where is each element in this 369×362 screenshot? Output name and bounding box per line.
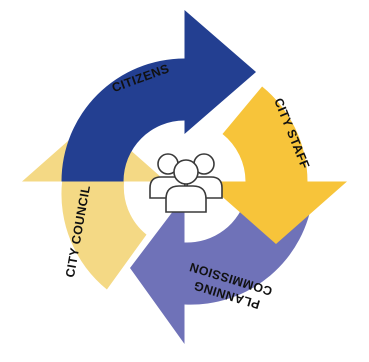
citizens-arrow [61, 10, 256, 182]
people-group-icon [149, 153, 223, 213]
city-council-arrow [22, 118, 166, 290]
city-staff-arrow [205, 86, 347, 244]
